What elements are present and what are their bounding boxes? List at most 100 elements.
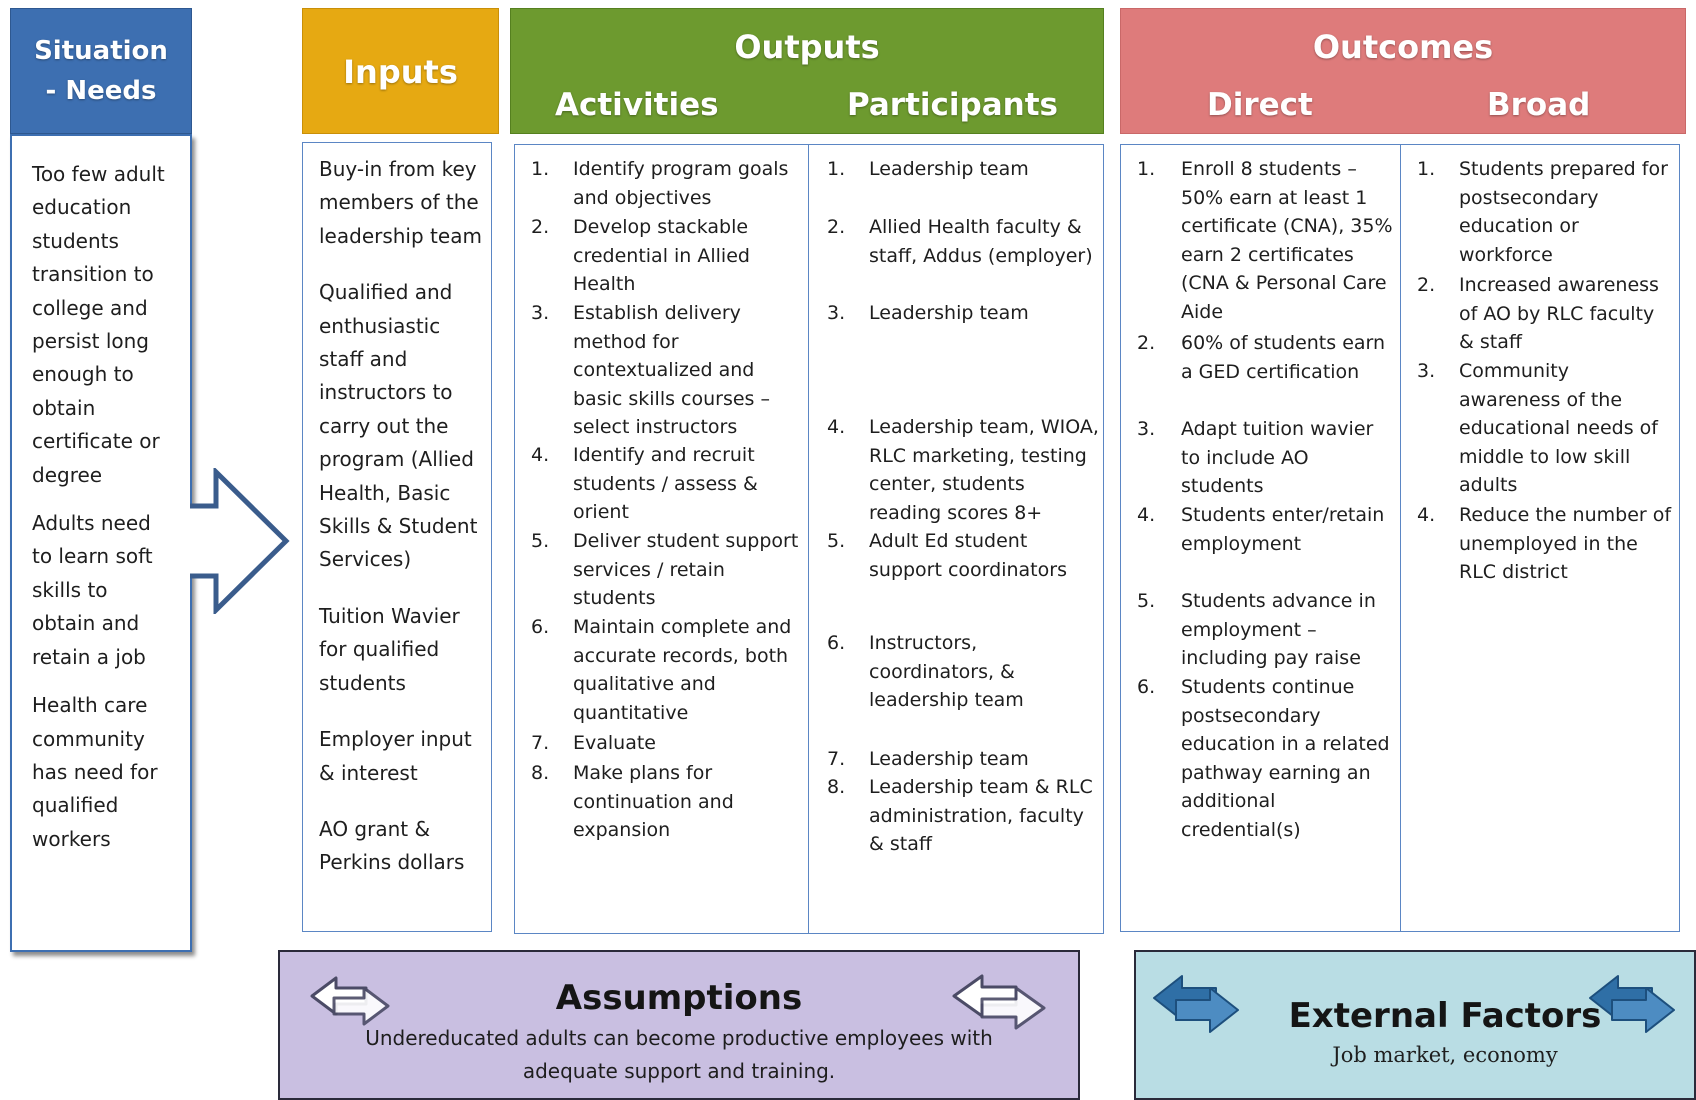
list-number: 4.	[827, 416, 846, 438]
situation-header-line1: Situation	[34, 36, 168, 66]
right-arrow-icon	[190, 468, 290, 614]
list-number: 6.	[1137, 676, 1156, 698]
participants-subheader: Participants	[847, 87, 1058, 123]
list-text: Leadership team	[869, 302, 1029, 324]
list-text: Make plans for continuation and expansio…	[573, 762, 734, 842]
situation-needs-header: Situation - Needs	[10, 8, 192, 134]
list-text: Deliver student support services / retai…	[573, 530, 799, 610]
list-number: 4.	[1137, 504, 1156, 526]
list-number: 6.	[531, 616, 550, 638]
list-text: Establish delivery method for contextual…	[573, 302, 770, 439]
list-text: Allied Health faculty & staff, Addus (em…	[869, 216, 1093, 267]
input-item: Employer input & interest	[319, 727, 472, 785]
list-text: Develop stackable credential in Allied H…	[573, 216, 750, 296]
list-text: Students prepared for postsecondary educ…	[1459, 158, 1668, 266]
list-number: 1.	[1137, 158, 1156, 180]
list-number: 6.	[827, 632, 846, 654]
list-item: 3. Adapt tuition wavier to include AO stu…	[1137, 415, 1393, 501]
list-text: Adult Ed student support coordinators	[869, 530, 1067, 581]
list-text: Students enter/retain employment	[1181, 504, 1385, 555]
direct-subheader: Direct	[1207, 87, 1313, 123]
broad-subheader: Broad	[1487, 87, 1591, 123]
outcomes-header: Outcomes Direct Broad	[1120, 8, 1686, 134]
list-item: 3. Leadership team	[827, 299, 1099, 328]
assumptions-title: Assumptions	[555, 978, 803, 1018]
list-number: 7.	[827, 748, 846, 770]
inputs-header: Inputs	[302, 8, 499, 134]
list-text: Leadership team	[869, 158, 1029, 180]
list-item: 4. Identify and recruit students / assess…	[531, 441, 801, 527]
list-item: 7. Evaluate	[531, 729, 801, 758]
cycle-arrows-icon	[310, 976, 390, 1026]
list-number: 3.	[827, 302, 846, 324]
situation-need: Adults need to learn soft skills to obta…	[32, 511, 153, 669]
list-text: Increased awareness of AO by RLC faculty…	[1459, 274, 1659, 354]
outcomes-title: Outcomes	[1312, 28, 1494, 66]
list-number: 7.	[531, 732, 550, 754]
list-item: 2.60% of students earn a GED certificati…	[1137, 329, 1393, 386]
list-number: 1.	[531, 158, 550, 180]
list-number: 2.	[1137, 332, 1156, 354]
list-number: 2.	[531, 216, 550, 238]
list-number: 3.	[1417, 360, 1436, 382]
list-text: Enroll 8 students – 50% earn at least 1 …	[1181, 158, 1393, 323]
outputs-title: Outputs	[734, 28, 880, 66]
outcomes-box: 1. Enroll 8 students – 50% earn at least …	[1120, 144, 1680, 932]
list-text: Students continue postsecondary educatio…	[1181, 676, 1390, 841]
assumptions-box: Assumptions Undereducated adults can bec…	[278, 950, 1080, 1100]
list-number: 5.	[531, 530, 550, 552]
list-number: 4.	[531, 444, 550, 466]
list-text: Leadership team, WIOA, RLC marketing, te…	[869, 416, 1099, 524]
list-number: 5.	[827, 530, 846, 552]
list-text: Identify program goals and objectives	[573, 158, 789, 209]
list-item: 6. Instructors, coordinators, & leadershi…	[827, 629, 1099, 715]
input-item: Tuition Wavier for qualified students	[319, 603, 460, 695]
list-item: 1. Enroll 8 students – 50% earn at least …	[1137, 155, 1393, 327]
list-text: Maintain complete and accurate records, …	[573, 616, 792, 724]
list-number: 2.	[827, 216, 846, 238]
list-number: 1.	[1417, 158, 1436, 180]
inputs-box: Buy-in from key members of the leadershi…	[302, 142, 492, 932]
input-item: Qualified and enthusiastic staff and ins…	[319, 280, 478, 572]
list-text: Identify and recruit students / assess &…	[573, 444, 758, 524]
list-item: 5. Adult Ed student support coordinators	[827, 527, 1099, 584]
list-item: 8.Leadership team & RLC administration, …	[827, 773, 1099, 859]
list-text: Evaluate	[573, 732, 656, 754]
cycle-arrows-icon	[1589, 975, 1675, 1033]
list-number: 4.	[1417, 504, 1436, 526]
list-item: 4.Reduce the number of unemployed in the…	[1417, 501, 1673, 587]
list-item: 5. Deliver student support services / ret…	[531, 527, 801, 613]
list-number: 1.	[827, 158, 846, 180]
list-text: Leadership team	[869, 748, 1029, 770]
outputs-header: Outputs Activities Participants	[510, 8, 1104, 134]
situation-need: Health care community has need for quali…	[32, 693, 158, 851]
external-factors-text: Job market, economy	[1332, 1043, 1558, 1067]
list-number: 8.	[531, 762, 550, 784]
list-item: 6. Maintain complete and accurate records…	[531, 613, 801, 727]
list-number: 3.	[531, 302, 550, 324]
list-item: 2. Allied Health faculty & staff, Addus (…	[827, 213, 1099, 270]
list-item: 4. Students enter/retain employment	[1137, 501, 1393, 558]
list-item: 4. Leadership team, WIOA, RLC marketing, …	[827, 413, 1099, 527]
list-number: 2.	[1417, 274, 1436, 296]
list-item: 7. Leadership team	[827, 745, 1099, 774]
external-factors-box: External Factors Job market, economy	[1134, 950, 1696, 1100]
list-number: 5.	[1137, 590, 1156, 612]
list-item: 1. Leadership team	[827, 155, 1099, 184]
list-number: 3.	[1137, 418, 1156, 440]
situation-need: Too few adult education students transit…	[32, 162, 165, 487]
list-text: Adapt tuition wavier to include AO stude…	[1181, 418, 1374, 498]
outcomes-column-divider	[1400, 145, 1401, 931]
input-item: Buy-in from key members of the leadershi…	[319, 157, 482, 248]
list-item: 1. Identify program goals and objectives	[531, 155, 801, 212]
list-item: 3.Community awareness of the educational…	[1417, 357, 1673, 500]
external-factors-title: External Factors	[1288, 996, 1602, 1036]
list-item: 8. Make plans for continuation and expans…	[531, 759, 801, 845]
list-item: 3. Establish delivery method for contextu…	[531, 299, 801, 442]
outputs-column-divider	[808, 145, 809, 933]
list-text: Instructors, coordinators, & leadership …	[869, 632, 1024, 712]
outputs-box: 1.Identify program goals and objectives …	[514, 144, 1104, 934]
assumptions-text: Undereducated adults can become producti…	[365, 1026, 993, 1083]
input-item: AO grant & Perkins dollars	[319, 816, 465, 875]
list-text: Leadership team & RLC administration, fa…	[869, 776, 1093, 856]
